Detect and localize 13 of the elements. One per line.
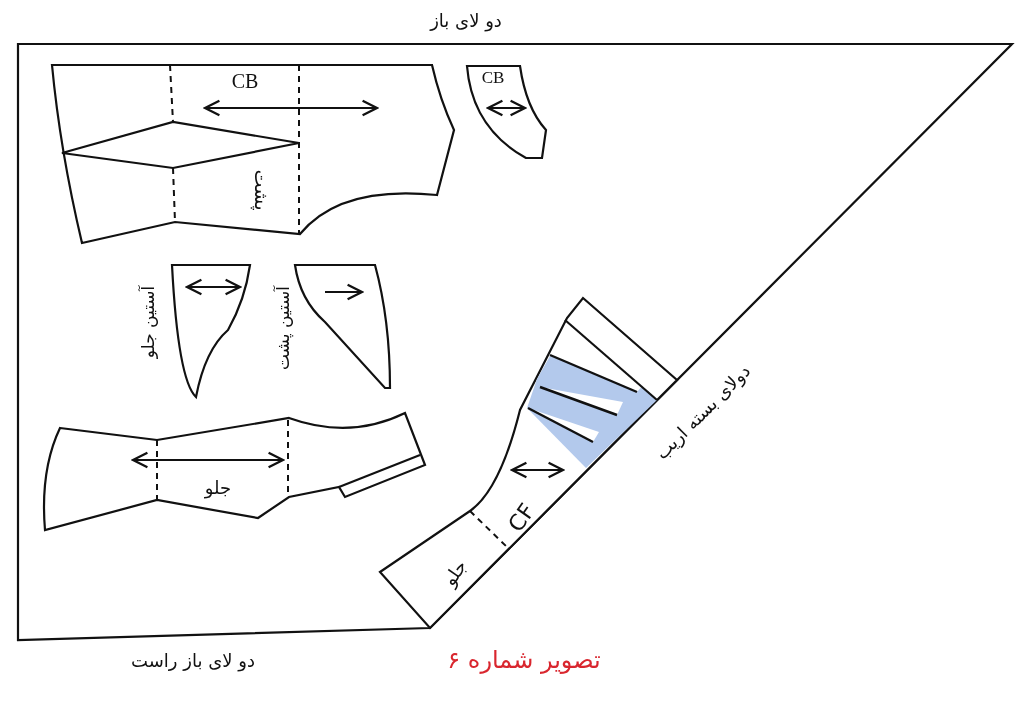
figure-caption: تصویر شماره ۶ xyxy=(447,646,601,674)
piece-label: CB xyxy=(231,70,259,92)
piece-label: جلو xyxy=(439,556,471,590)
piece-caption: آستین پشت xyxy=(273,285,293,371)
fold-label: دو لای باز xyxy=(430,11,502,31)
pattern-piece xyxy=(48,62,458,247)
piece-label: جلو xyxy=(204,478,232,498)
piece-label: CB xyxy=(481,68,505,88)
piece-caption: آستین جلو xyxy=(138,285,158,359)
fold-label: دو لای باز راست xyxy=(131,651,255,671)
piece-label: CF xyxy=(504,499,540,537)
piece-label: پشت xyxy=(251,169,273,211)
fold-label: دولای بسته اریب xyxy=(651,360,755,464)
